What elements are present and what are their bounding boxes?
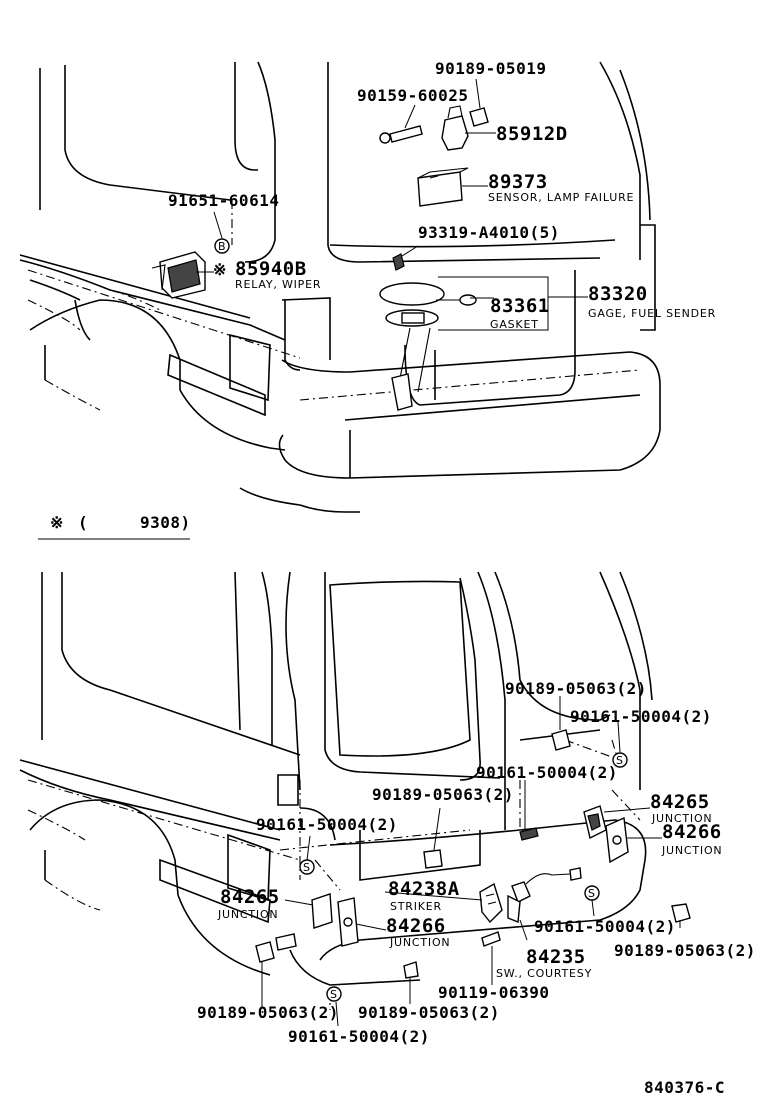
courtesy-switch-part	[507, 867, 582, 923]
label-85912d: 85912D	[496, 123, 568, 145]
desc-89373: SENSOR, LAMP FAILURE	[488, 191, 634, 204]
wiper-relay-part	[151, 251, 206, 299]
label-90161-50004-bottom-right: 90161-50004(2)	[534, 917, 676, 936]
bolt-part	[379, 125, 423, 144]
junction-84265-left-part	[311, 893, 333, 929]
label-90189-05019: 90189-05019	[435, 59, 546, 78]
clip-part-top-right	[551, 729, 571, 751]
desc-85940b: RELAY, WIPER	[235, 278, 321, 291]
label-85940b: 85940B	[235, 258, 307, 280]
desc-83320: GAGE, FUEL SENDER	[588, 307, 716, 320]
asterisk-85940b: ※	[213, 260, 227, 279]
applicability-note: ※ ( 9308)	[38, 513, 191, 540]
label-83320: 83320	[588, 283, 648, 305]
label-84265-right: 84265	[650, 791, 710, 813]
clip-part-bottom-center	[403, 961, 419, 979]
svg-text:S: S	[616, 754, 624, 767]
lower-labels: 90189-05063(2) 90161-50004(2) 90161-5000…	[197, 679, 756, 1046]
upper-van-body	[19, 61, 661, 513]
desc-84265-right: JUNCTION	[651, 812, 712, 825]
desc-84238a: STRIKER	[390, 900, 442, 913]
label-84238a: 84238A	[388, 878, 460, 900]
lower-parts: S S S S	[255, 696, 691, 1027]
desc-84266-right: JUNCTION	[661, 844, 722, 857]
label-90159-60025: 90159-60025	[357, 86, 468, 105]
fuel-sender-part	[379, 282, 477, 411]
svg-text:S: S	[303, 861, 311, 874]
label-90189-05063-top-right: 90189-05063(2)	[505, 679, 647, 698]
label-84235: 84235	[526, 946, 586, 968]
s-marker-r: S	[584, 885, 600, 901]
clip-part	[469, 107, 489, 127]
b-marker-label: B	[218, 240, 226, 253]
label-91651-60614: 91651-60614	[168, 191, 279, 210]
label-90119-06390: 90119-06390	[438, 983, 549, 1002]
label-83361: 83361	[490, 295, 550, 317]
s-marker-l: S	[299, 859, 315, 875]
label-90189-05063-bottom-left: 90189-05063(2)	[197, 1003, 339, 1022]
lamp-failure-sensor-part	[417, 167, 469, 207]
clip-part-bottom-left	[255, 941, 275, 963]
label-90161-50004-bottom-center: 90161-50004(2)	[288, 1027, 430, 1046]
desc-84235: SW., COURTESY	[496, 967, 592, 980]
label-90161-50004-mid: 90161-50004(2)	[476, 763, 618, 782]
upper-parts: B	[151, 78, 588, 411]
screw-part	[392, 253, 405, 271]
label-93319: 93319-A4010(5)	[418, 223, 560, 242]
label-89373: 89373	[488, 171, 548, 193]
s-marker-bottom: S	[326, 986, 342, 1002]
b-marker: B	[214, 238, 230, 254]
svg-text:S: S	[588, 887, 596, 900]
label-84265-left: 84265	[220, 886, 280, 908]
note-mark: ※	[50, 513, 64, 532]
desc-84265-left: JUNCTION	[217, 908, 278, 921]
note-value: 9308)	[140, 513, 191, 532]
label-90189-05063-bottom-right: 90189-05063(2)	[614, 941, 756, 960]
striker-part	[479, 882, 503, 924]
screw-part-mid	[519, 827, 539, 841]
bolt-90119-part	[481, 931, 501, 947]
upper-labels: 90189-05019 90159-60025 85912D 89373 SEN…	[168, 59, 716, 331]
clip-part-right-bottom	[671, 903, 691, 923]
diagram-code: 840376-C	[644, 1078, 725, 1097]
label-90161-50004-left: 90161-50004(2)	[256, 815, 398, 834]
label-90161-50004-top-right: 90161-50004(2)	[570, 707, 712, 726]
desc-84266-left: JUNCTION	[389, 936, 450, 949]
clip-part-mid	[423, 849, 443, 869]
note-open-paren: (	[78, 513, 88, 532]
label-84266-left: 84266	[386, 915, 446, 937]
lower-van-body	[19, 571, 653, 1010]
sensor-85912d-part	[441, 105, 469, 151]
label-84266-right: 84266	[662, 821, 722, 843]
svg-text:S: S	[330, 988, 338, 1001]
desc-83361: GASKET	[490, 318, 539, 331]
s-marker-tr: S	[612, 752, 628, 768]
label-90189-05063-bottom-center: 90189-05063(2)	[358, 1003, 500, 1022]
label-90189-05063-mid: 90189-05063(2)	[372, 785, 514, 804]
